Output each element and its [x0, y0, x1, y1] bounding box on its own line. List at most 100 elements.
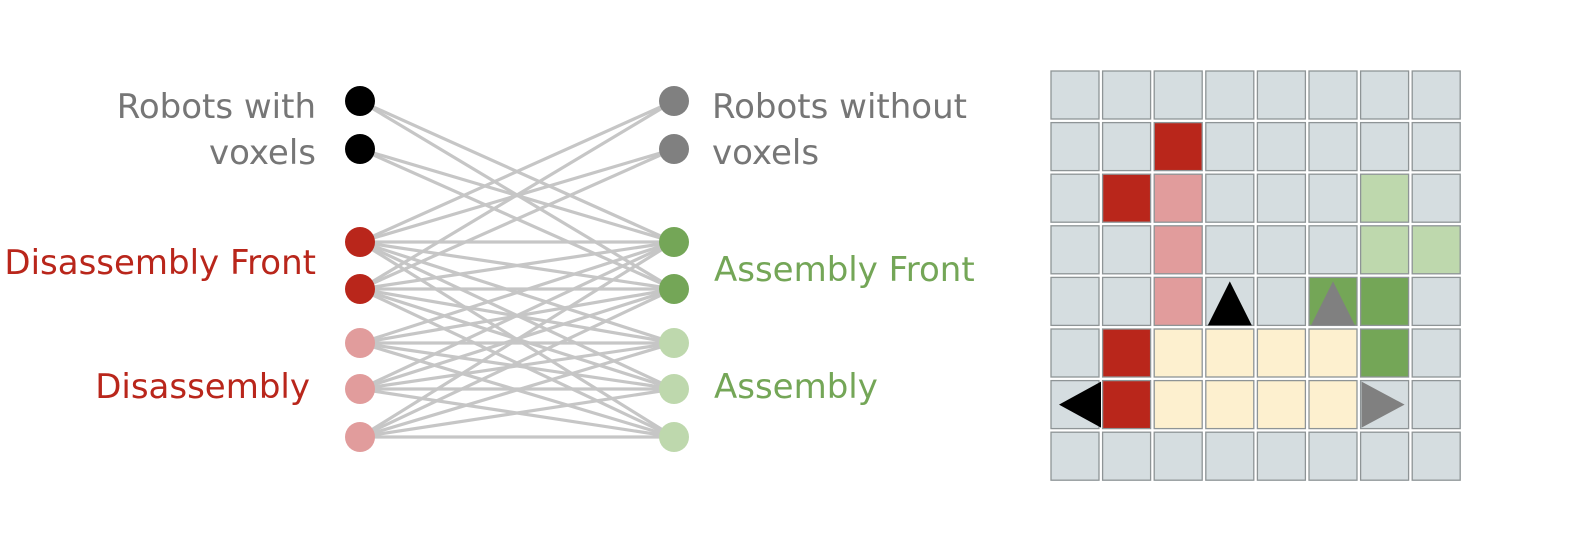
grid-cell-empty-cell [1256, 173, 1307, 223]
grid-cell-empty-cell [1101, 70, 1152, 120]
label-assembly: Assembly [714, 367, 878, 407]
grid-cell-assembly [1359, 173, 1410, 223]
grid-cell-empty-cell [1256, 70, 1307, 120]
node-right-robot-without-voxels [659, 86, 689, 116]
graph-edges [358, 99, 676, 439]
grid-cell-empty-cell [1205, 70, 1255, 120]
grid-cell-empty-cell [1411, 121, 1461, 172]
label-robots-with-voxels-line2: voxels [208, 133, 316, 173]
grid-cell-empty-cell [1411, 379, 1461, 430]
node-left-robot-with-voxels [345, 86, 375, 116]
grid-cell-disassembly-front [1101, 173, 1152, 223]
node-right-assembly [659, 328, 689, 358]
grid-cell-empty-cell [1205, 431, 1255, 481]
node-left-disassembly-front [345, 274, 375, 304]
grid-cell-empty-cell [1205, 173, 1255, 223]
graph-edge [358, 341, 676, 391]
label-robots-without-voxels-line2: voxels [712, 133, 820, 173]
grid-cell-empty-cell [1153, 431, 1203, 481]
label-disassembly-front: Disassembly Front [4, 243, 316, 283]
grid-cell-empty-cell [1050, 173, 1100, 223]
grid-cell-empty-cell [1256, 121, 1307, 172]
grid-cell-empty-cell [1050, 121, 1100, 172]
grid-cell-empty-cell [1256, 225, 1307, 275]
grid-cell-empty-cell [1050, 225, 1100, 275]
label-assembly-front: Assembly Front [714, 250, 975, 290]
grid-cell-assembly [1359, 225, 1410, 275]
grid-cell-structure [1153, 328, 1203, 378]
grid-cell-disassembly-front [1153, 121, 1203, 172]
grid-cell-empty-cell [1101, 431, 1152, 481]
grid-cell-structure [1256, 328, 1307, 378]
grid-cell-disassembly-front [1101, 328, 1152, 378]
grid-cell-empty-cell [1359, 431, 1410, 481]
graph-nodes [345, 86, 689, 452]
robot-up-icon [1207, 281, 1252, 326]
node-right-assembly [659, 422, 689, 452]
grid-cell-empty-cell [1205, 225, 1255, 275]
node-left-disassembly [345, 374, 375, 404]
grid-cell-empty-cell [1411, 173, 1461, 223]
grid-cell-structure [1308, 379, 1358, 430]
graph-edge [358, 287, 676, 439]
grid-cell-empty-cell [1101, 276, 1152, 327]
graph-edge [358, 240, 676, 439]
grid-cell-empty-cell [1359, 121, 1410, 172]
grid-cell-empty-cell [1153, 70, 1203, 120]
grid-cell-structure [1153, 379, 1203, 430]
graph-edge [358, 387, 676, 439]
node-left-disassembly-front [345, 227, 375, 257]
grid-cell-empty-cell [1050, 328, 1100, 378]
label-robots-without-voxels: Robots without voxels [712, 84, 967, 176]
grid-cell-empty-cell [1411, 328, 1461, 378]
grid-cell-structure [1308, 328, 1358, 378]
grid-cell-disassembly [1153, 173, 1203, 223]
graph-edge [358, 240, 676, 291]
grid-cell-structure [1205, 379, 1255, 430]
grid-cell-disassembly-front [1101, 379, 1152, 430]
label-robots-without-voxels-line1: Robots without [712, 87, 967, 127]
grid-cell-empty-cell [1308, 121, 1358, 172]
voxel-grid [1050, 70, 1461, 481]
grid-cell-empty-cell [1308, 173, 1358, 223]
node-right-assembly-front [659, 274, 689, 304]
grid-cell-empty-cell [1050, 431, 1100, 481]
node-right-robot-without-voxels [659, 134, 689, 164]
grid-robots [1059, 281, 1405, 428]
node-left-disassembly [345, 422, 375, 452]
robot-left-icon [1059, 381, 1101, 428]
grid-cell-disassembly [1153, 225, 1203, 275]
grid-cell-empty-cell [1308, 431, 1358, 481]
robot-right-icon [1361, 381, 1405, 428]
grid-cell-assembly [1411, 225, 1461, 275]
node-left-disassembly [345, 328, 375, 358]
grid-cell-disassembly [1153, 276, 1203, 327]
grid-cell-empty-cell [1256, 276, 1307, 327]
grid-cell-assembly-front [1359, 328, 1410, 378]
graph-edge [358, 341, 676, 439]
label-robots-with-voxels-line1: Robots with [116, 87, 316, 127]
label-disassembly: Disassembly [95, 367, 310, 407]
grid-cell-empty-cell [1205, 121, 1255, 172]
graph-edge [358, 240, 676, 345]
grid-cell-empty-cell [1050, 70, 1100, 120]
node-right-assembly-front [659, 227, 689, 257]
grid-cell-structure [1256, 379, 1307, 430]
grid-cell-empty-cell [1308, 70, 1358, 120]
grid-cell-empty-cell [1411, 431, 1461, 481]
grid-cell-empty-cell [1308, 225, 1358, 275]
graph-edge [358, 240, 676, 391]
grid-cell-empty-cell [1411, 70, 1461, 120]
grid-cell-empty-cell [1050, 276, 1100, 327]
grid-cell-assembly-front [1359, 276, 1410, 327]
grid-cell-empty-cell [1359, 70, 1410, 120]
node-left-robot-with-voxels [345, 134, 375, 164]
graph-edge [358, 99, 676, 244]
grid-cell-empty-cell [1411, 276, 1461, 327]
grid-cell-empty-cell [1101, 121, 1152, 172]
robot-up-icon [1311, 281, 1355, 326]
graph-edge [358, 147, 676, 244]
grid-cell-structure [1205, 328, 1255, 378]
node-right-assembly [659, 374, 689, 404]
